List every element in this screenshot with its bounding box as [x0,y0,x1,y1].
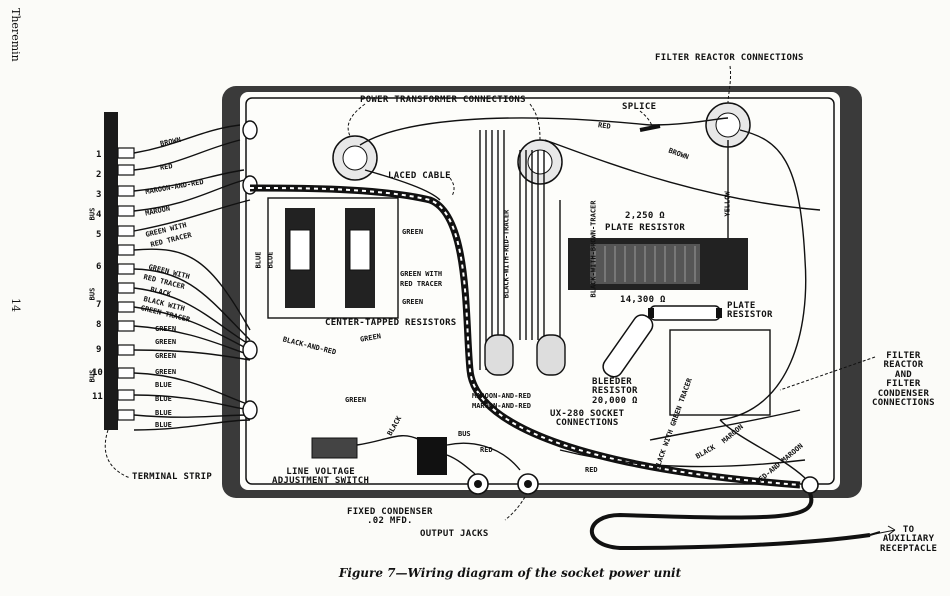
terminal-number: 8 [96,320,102,330]
terminal-number: 6 [96,262,102,272]
resistor-block [267,197,399,319]
wire-label: BLUE [155,421,172,429]
callout-plate-resistor: PLATE RESISTOR [605,223,686,233]
wire-label: BLUE [266,251,275,269]
callout-power-transformer: POWER TRANSFORMER CONNECTIONS [360,95,526,105]
wire-label: GREEN WITH [400,270,443,278]
terminal-number: 1 [96,150,102,160]
wire-label: GREEN [155,352,177,360]
callout-ux280: UX-280 SOCKET CONNECTIONS [550,409,625,429]
socket-pin-2 [536,334,566,376]
wire-label: BLACK-WITH-RED-TRACER [502,209,511,299]
terminal-lugs [117,147,135,421]
terminal-number: 4 [96,210,102,220]
wire-label: GREEN [155,338,177,346]
callout-laced-cable: LACED CABLE [388,171,451,181]
wire-label: GREEN [402,298,424,306]
callout-plate-resistor-2: PLATE RESISTOR [727,301,773,321]
wire-label: BLUE [155,381,172,389]
bus-label: BUS [88,287,97,301]
callout-splice: SPLICE [622,102,657,112]
wire-label: MAROON-AND-RED [472,392,532,400]
wire-label: RED [585,466,598,474]
callout-terminal-strip: TERMINAL STRIP [132,472,213,482]
wire-label: BLUE [155,395,172,403]
wire-label: MAROON-AND-RED [472,402,532,410]
terminal-number: 2 [96,170,102,180]
terminal-number: 10 [92,368,103,378]
terminal-number: 11 [92,392,103,402]
wire-label: RED [480,446,493,454]
wire-label: BLACK-WITH-BROWN-TRACER [589,200,598,298]
bus-label: BUS [88,369,97,383]
callout-line-voltage: LINE VOLTAGE ADJUSTMENT SWITCH [272,467,370,487]
callout-center-tapped: CENTER-TAPPED RESISTORS [325,318,457,328]
fixed-condenser [417,437,447,475]
wire-label: BLUE [254,251,263,269]
wire-label: RED [597,121,612,131]
terminal-number: 9 [96,345,102,355]
callout-filter-right: FILTER REACTOR AND FILTER CONDENSER CONN… [872,351,935,409]
callout-plate-resistor-value: 2,250 Ω [625,211,666,221]
wire-label: GREEN [345,396,367,404]
terminal-number: 5 [96,230,102,240]
line-voltage-switch [311,437,358,459]
terminal-wires [133,124,251,431]
callout-to-aux: TO AUXILIARY RECEPTACLE [880,525,938,554]
bleeder-resistor [602,314,654,378]
aux-grommet [801,476,819,494]
wire-label: YELLOW [723,191,732,217]
aux-cable [589,492,871,551]
wire-label: BUS [458,430,471,438]
terminal-strip [104,112,118,430]
callout-filter-reactor: FILTER REACTOR CONNECTIONS [655,53,804,63]
wire-label: GREEN [155,368,177,376]
wire-label: GREEN [155,325,177,333]
wire-label: BLUE [155,409,172,417]
terminal-number: 7 [96,300,102,310]
callout-resistor-14300: 14,300 Ω [620,295,666,305]
terminal-number: 3 [96,190,102,200]
socket-pin-1 [484,334,514,376]
figure-caption: Figure 7—Wiring diagram of the socket po… [338,566,682,580]
bus-label: BUS [88,207,97,221]
plate-resistor-14300 [649,305,721,321]
callout-fixed-condenser: FIXED CONDENSER .02 MFD. [347,507,433,527]
filter-socket-box [669,329,771,416]
wire-label: GREEN [402,228,424,236]
callout-bleeder: BLEEDER RESISTOR 20,000 Ω [592,377,638,406]
callout-output-jacks: OUTPUT JACKS [420,529,489,539]
wire-label: RED TRACER [400,280,443,288]
